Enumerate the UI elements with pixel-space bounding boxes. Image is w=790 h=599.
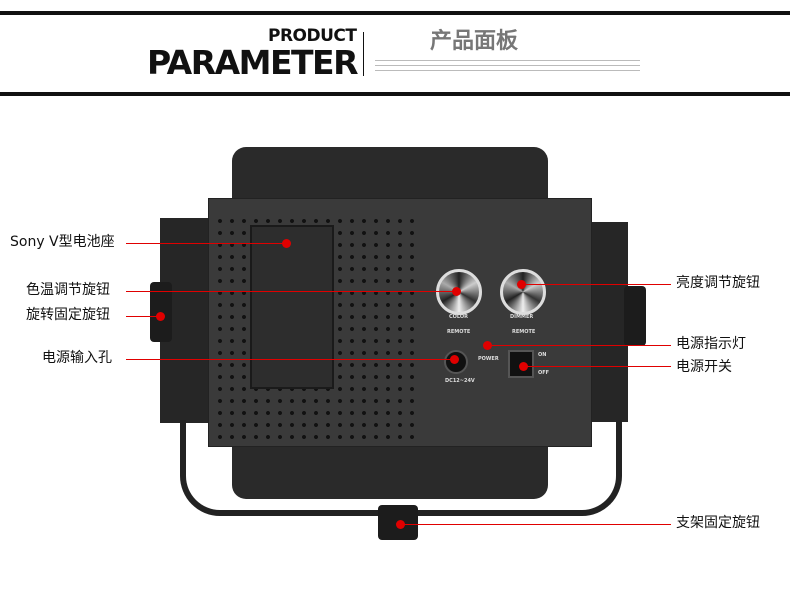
callout-line xyxy=(523,366,671,367)
color-label: COLOR xyxy=(449,314,469,320)
label-power-led: 电源指示灯 xyxy=(676,336,746,352)
dimmer-label: DIMMER xyxy=(510,314,534,320)
callout-line xyxy=(487,345,671,346)
callout-line xyxy=(521,284,671,285)
label-battery: Sony V型电池座 xyxy=(10,234,115,250)
off-label: OFF xyxy=(538,370,550,376)
callout-dot xyxy=(396,520,405,529)
callout-line xyxy=(126,316,160,317)
header-title: 产品面板 xyxy=(430,29,519,54)
label-rotate-knob: 旋转固定旋钮 xyxy=(26,307,110,323)
callout-dot xyxy=(282,239,291,248)
header-divider xyxy=(363,32,364,76)
callout-dot xyxy=(519,362,528,371)
callout-dot xyxy=(450,355,459,364)
top-rule xyxy=(0,11,790,15)
label-color-knob: 色温调节旋钮 xyxy=(26,282,110,298)
power-label: POWER xyxy=(478,356,499,362)
callout-dot xyxy=(517,280,526,289)
callout-line xyxy=(126,291,456,292)
dimmer-knob[interactable] xyxy=(500,269,546,315)
right-rotate-knob[interactable] xyxy=(624,286,646,346)
logo-parameter: PARAMETER xyxy=(147,43,359,82)
label-bracket-knob: 支架固定旋钮 xyxy=(676,515,760,531)
header-fine-print xyxy=(375,59,640,73)
remote-label-1: REMOTE xyxy=(447,329,471,335)
label-power-switch: 电源开关 xyxy=(676,359,732,375)
logo-product: PRODUCT xyxy=(268,26,357,46)
dc-label: DC12~24V xyxy=(445,378,475,384)
callout-line xyxy=(126,359,454,360)
label-power-input: 电源输入孔 xyxy=(42,350,112,366)
callout-dot xyxy=(483,341,492,350)
callout-line xyxy=(126,243,286,244)
callout-line xyxy=(400,524,671,525)
callout-dot xyxy=(156,312,165,321)
v-mount-battery-plate xyxy=(250,225,334,389)
remote-label-2: REMOTE xyxy=(512,329,536,335)
on-label: ON xyxy=(538,352,547,358)
bottom-rule xyxy=(0,92,790,96)
callout-dot xyxy=(452,287,461,296)
label-dimmer-knob: 亮度调节旋钮 xyxy=(676,275,760,291)
